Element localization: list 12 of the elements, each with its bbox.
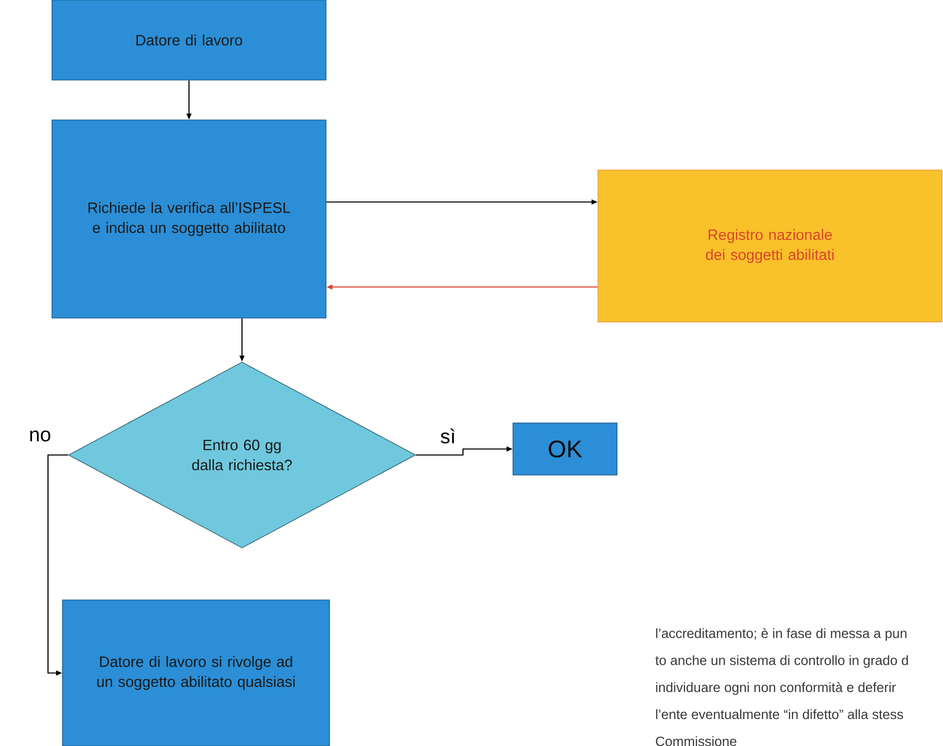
process-box: Datore di lavoro — [52, 0, 326, 80]
paragraph-line: l’accreditamento; è in fase di messa a pun — [656, 628, 906, 641]
edge-label: no — [28, 430, 52, 442]
process-box: Registro nazionale dei soggetti abilitati — [598, 170, 942, 322]
paragraph-line: Commissione — [656, 736, 736, 746]
edge-label: sì — [439, 428, 457, 444]
process-box: Richiede la verifica all’ISPESL e indica un soggetto abilitato — [52, 120, 326, 318]
paragraph-line: to anche un sistema di controllo in grado d — [655, 655, 908, 668]
process-box: Datore di lavoro si rivolge ad un soggetto abilitato qualsiasi — [62, 600, 330, 746]
paragraph-line: l’ente eventualmente “in difetto” alla stess — [656, 709, 904, 720]
process-box: OK — [512, 422, 618, 476]
paragraph-line: individuare ogni non conformità e deferir — [656, 682, 896, 695]
